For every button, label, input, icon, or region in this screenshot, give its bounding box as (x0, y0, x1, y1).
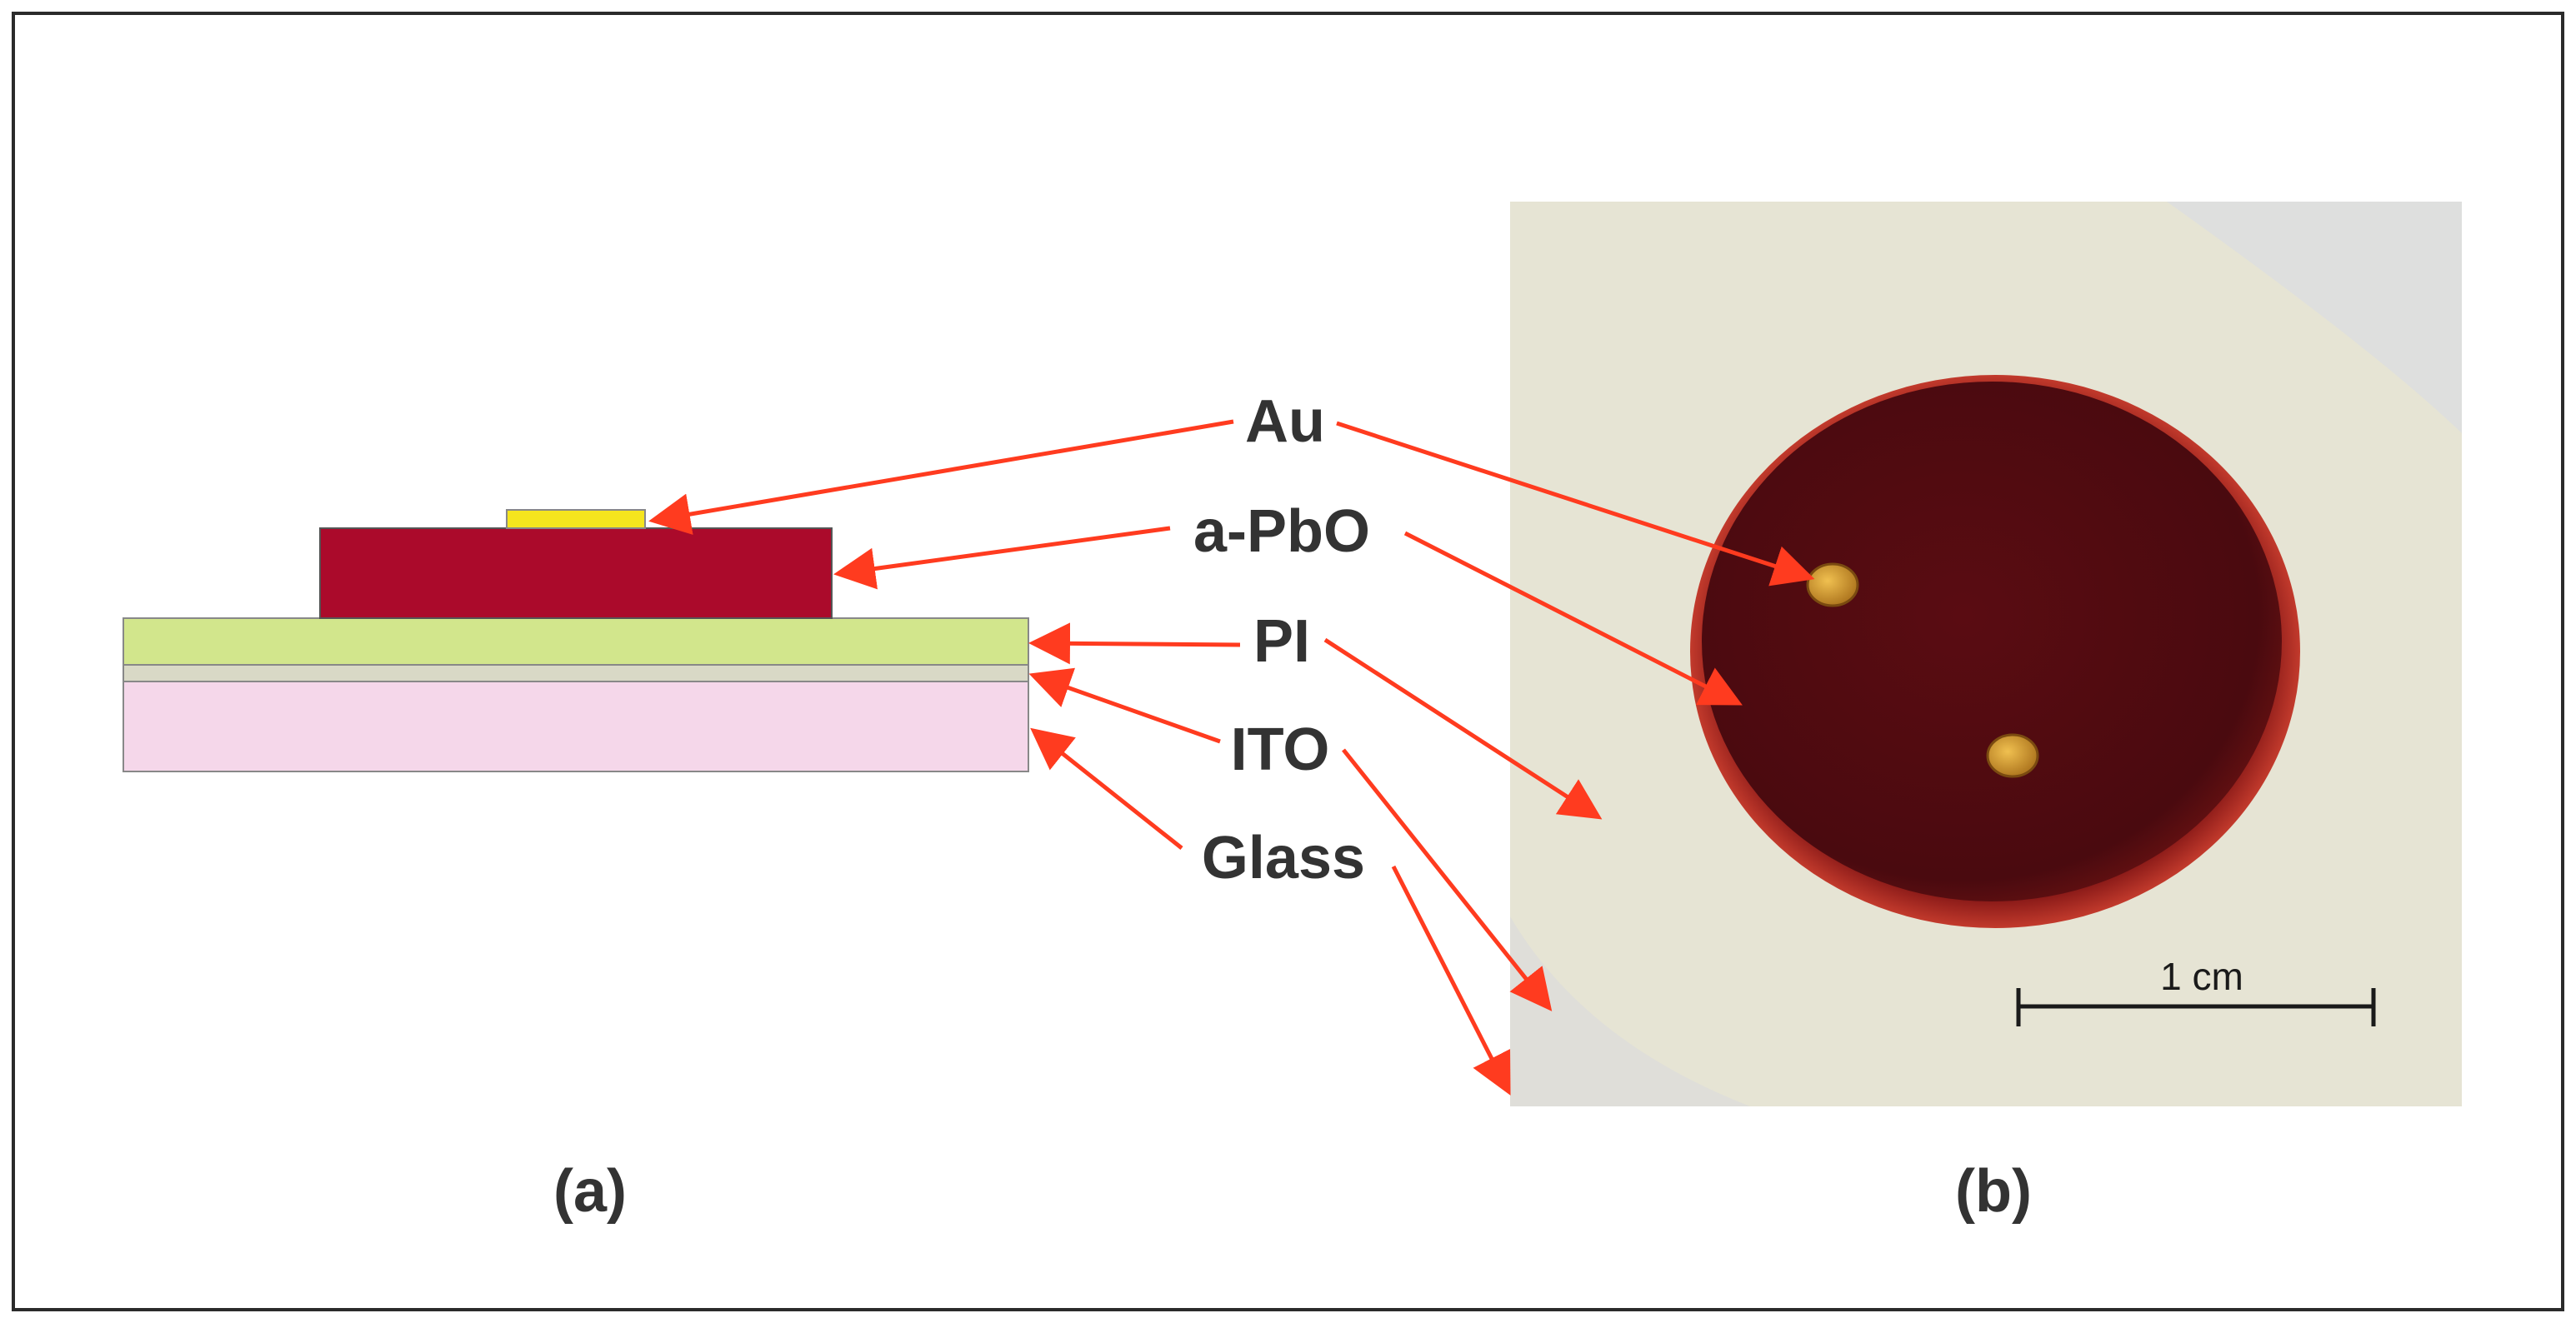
label-ito: ITO (1231, 716, 1330, 783)
au-electrode (506, 509, 646, 529)
glass-layer (123, 681, 1029, 772)
arrow-apbo-to-diagram (833, 526, 1171, 590)
panel-label-b: (b) (1955, 1158, 2032, 1225)
ito-layer (123, 664, 1029, 682)
arrow-au-to-photo (1336, 421, 1815, 587)
gold-contact-2 (1986, 733, 2039, 778)
photo-shadow-region-lower (1510, 916, 1750, 1106)
arrow-apbo-to-photo (1403, 531, 1743, 706)
photo-shadow-region (2167, 202, 2462, 433)
label-apbo: a-PbO (1193, 498, 1370, 565)
layer-stack-diagram (123, 509, 1029, 772)
pi-layer (123, 617, 1029, 666)
arrow-pi-to-photo (1323, 637, 1603, 820)
panel-label-a: (a) (553, 1158, 627, 1225)
arrow-au-to-diagram (648, 419, 1234, 535)
label-pi: PI (1253, 608, 1310, 675)
arrow-pi-to-diagram (1028, 622, 1241, 665)
sample-photo: 1 cm (1510, 202, 2462, 1106)
gold-contact-1 (1806, 562, 1859, 607)
scale-bar-label: 1 cm (2160, 955, 2243, 998)
label-au: Au (1245, 388, 1325, 455)
apbo-layer (319, 527, 833, 619)
callout-arrows (648, 419, 1815, 1096)
arrow-glass-to-photo (1391, 865, 1511, 1096)
arrow-ito-to-diagram (1028, 667, 1221, 744)
label-glass: Glass (1202, 825, 1365, 891)
arrow-glass-to-diagram (1030, 727, 1183, 850)
arrow-ito-to-photo (1342, 748, 1553, 1011)
sample-disc (1702, 382, 2282, 901)
